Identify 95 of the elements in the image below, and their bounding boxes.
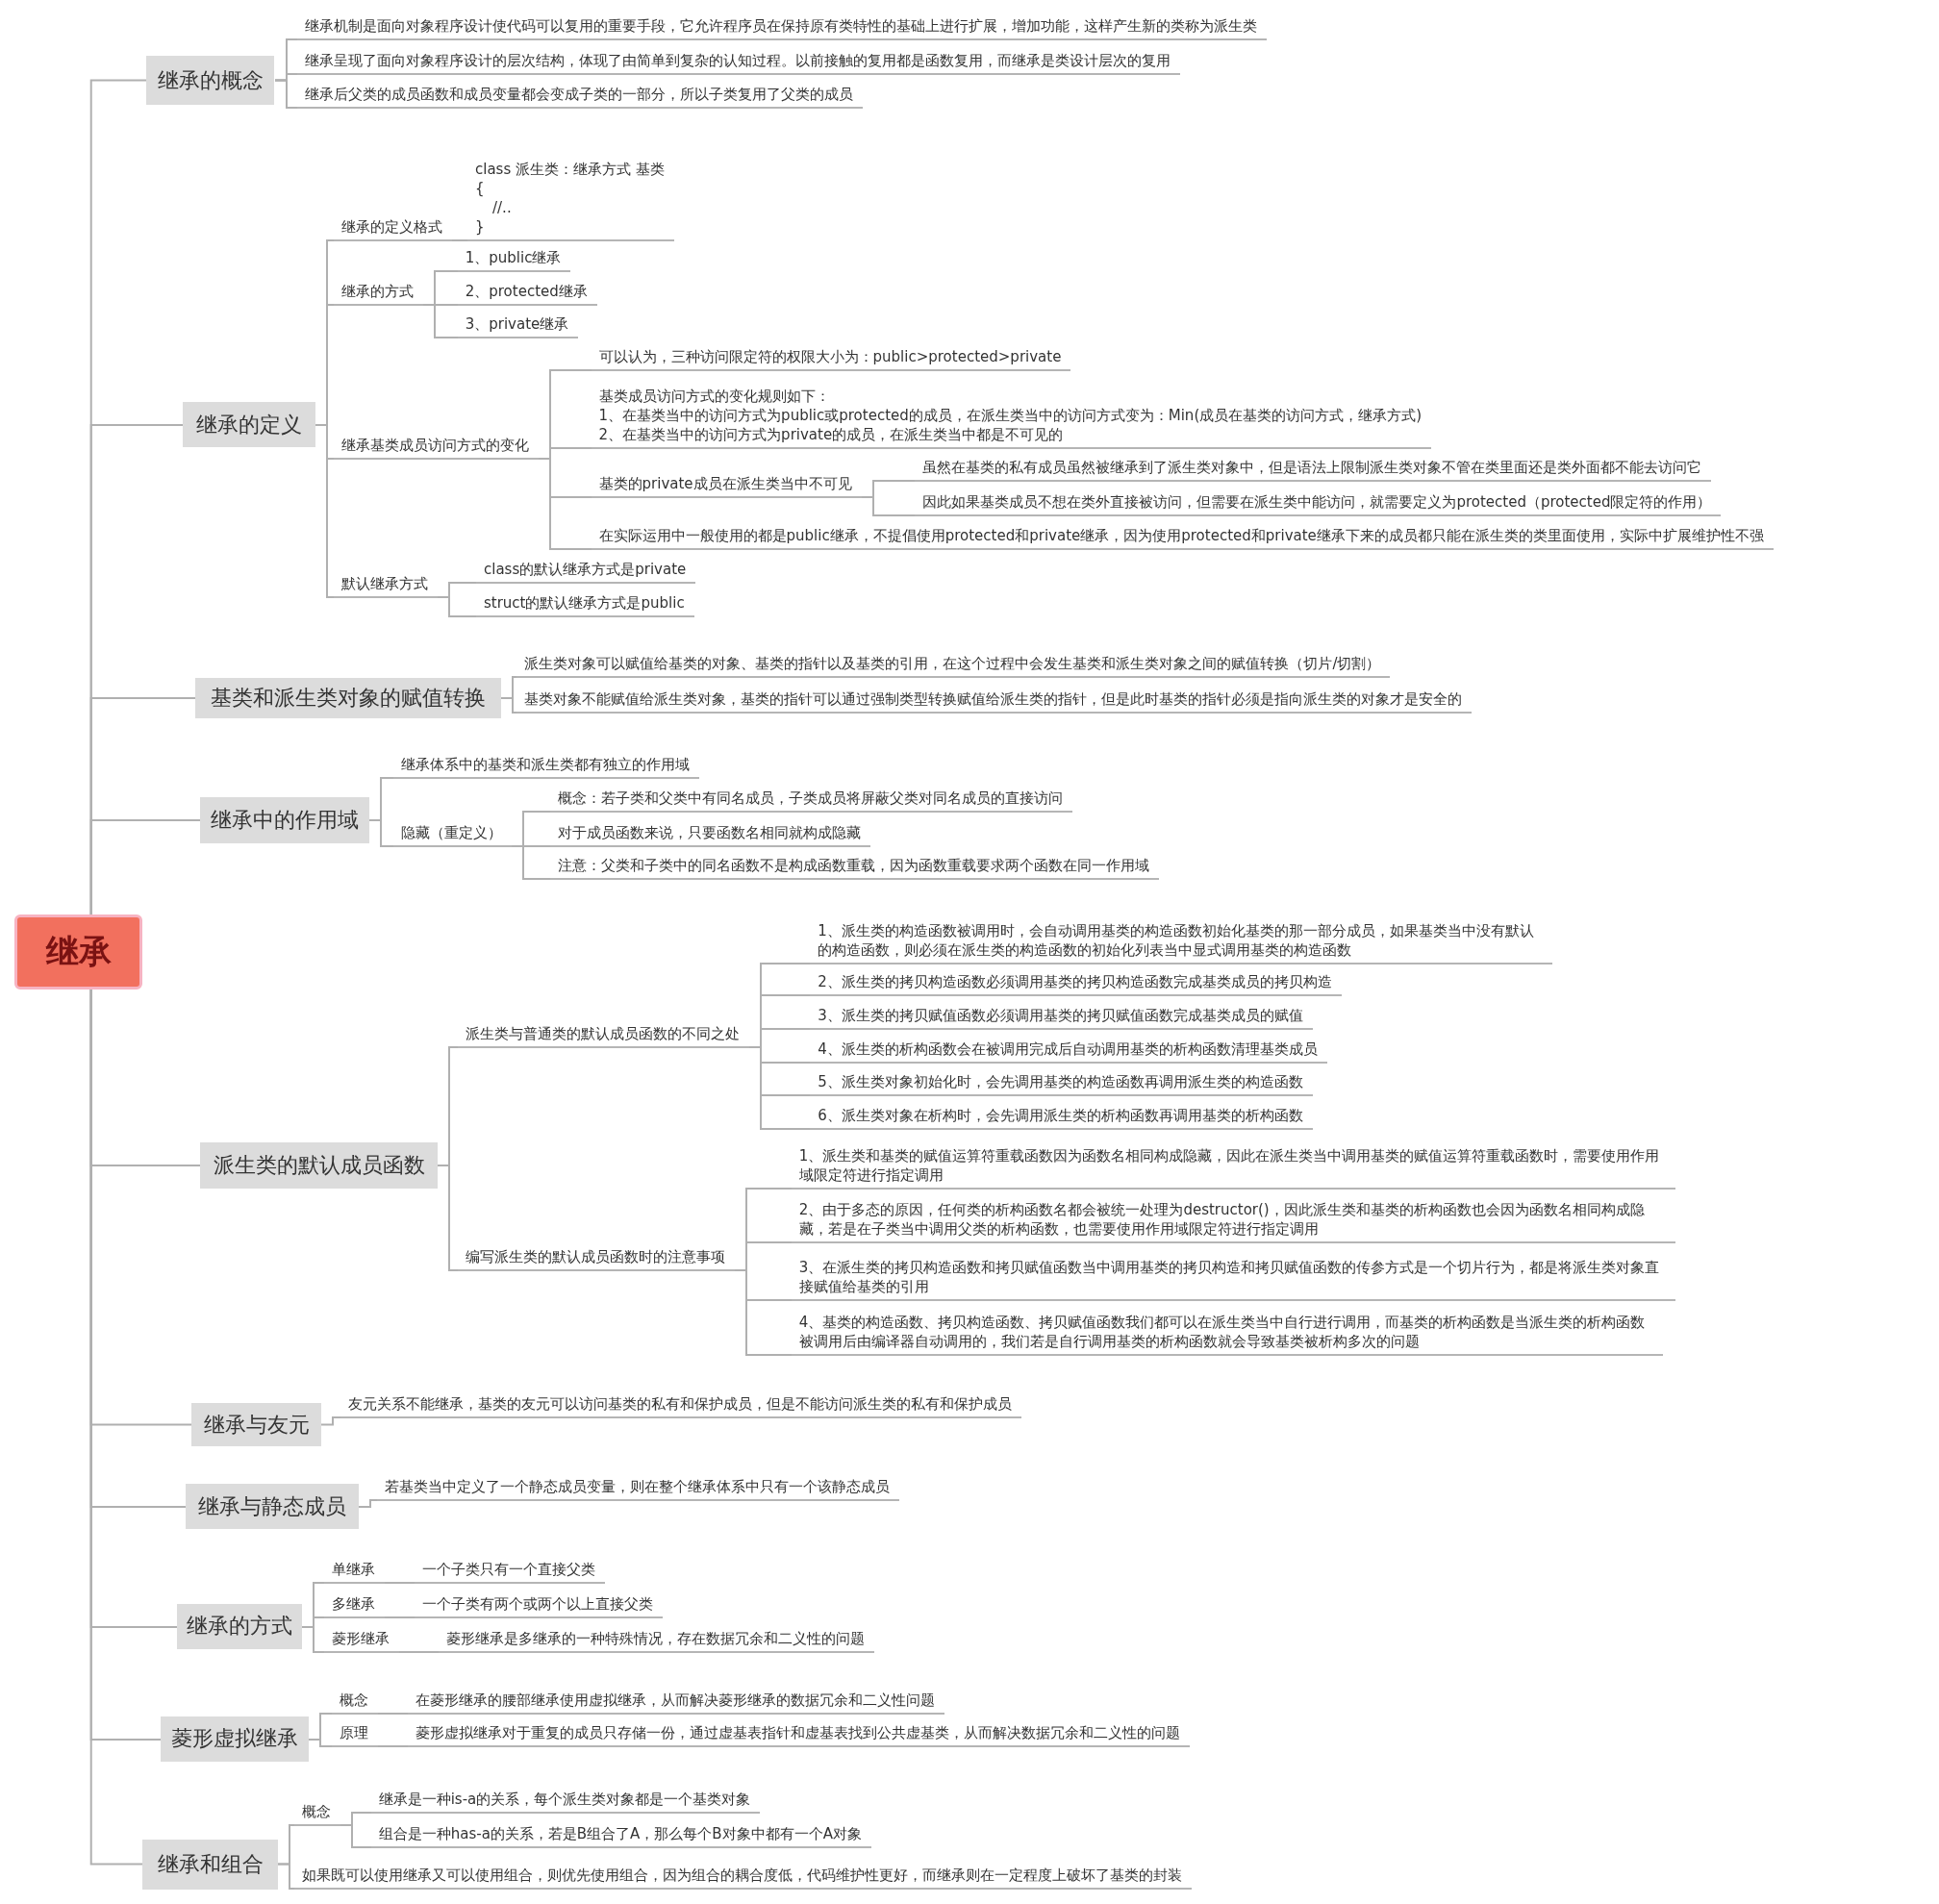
- branch-label: 多继承: [323, 1592, 385, 1618]
- branch-label: 继承后父类的成员函数和成员变量都会变成子类的一部分，所以子类复用了父类的成员: [296, 83, 863, 110]
- branch-label: 1、派生类的构造函数被调用时，会自动调用基类的构造函数初始化基类的那一部分成员，如果基类当中没有默认的构造函数，则必须在派生类的构造函数的初始化列表当中显式调用基类的构造函数: [810, 918, 1552, 965]
- branch-label: 默认继承方式: [334, 572, 439, 599]
- branch-label: 单继承: [323, 1558, 385, 1584]
- branch-label: 菱形继承: [323, 1627, 399, 1653]
- topic-box: 继承与友元: [191, 1403, 322, 1447]
- branch-label: 注意：父类和子类中的同名函数不是构成函数重载，因为函数重载要求两个函数在同一作用域: [550, 854, 1160, 881]
- branch-label: 继承体系中的基类和派生类都有独立的作用域: [392, 753, 699, 779]
- branch-label: 派生类对象可以赋值给基类的对象、基类的指针以及基类的引用，在这个过程中会发生基类和派生类对象之间的赋值转换（切片/切割）: [516, 651, 1391, 678]
- topic-box: 继承的方式: [176, 1603, 302, 1650]
- branch-label: 1、派生类和基类的赋值运算符重载函数因为函数名相同构成隐藏，因此在派生类当中调用基类的赋值运算符重载函数时，需要使用作用域限定符进行指定调用: [791, 1143, 1676, 1190]
- branch-label: 3、private继承: [457, 313, 579, 339]
- branch-label: 组合是一种has-a的关系，若是B组合了A，那么每个B对象中都有一个A对象: [370, 1822, 871, 1849]
- connector-line: [384, 1616, 416, 1618]
- connector-line: [315, 424, 335, 598]
- connector-line: [340, 1824, 372, 1848]
- topic-box: 派生类的默认成员函数: [200, 1142, 439, 1189]
- topic-box: 继承和组合: [141, 1840, 279, 1890]
- connector-line: [308, 1739, 333, 1747]
- branch-label: 继承基类成员访问方式的变化: [334, 434, 540, 461]
- branch-label: 继承的定义格式: [334, 214, 453, 241]
- connector-line: [368, 819, 394, 847]
- connector-line: [277, 1863, 295, 1890]
- connector-line: [358, 1499, 378, 1508]
- branch-label: 因此如果基类成员不想在类外直接被访问，但需要在派生类中能访问，就需要定义为protected（protected限定符的作用）: [915, 490, 1722, 517]
- code-line: {: [475, 178, 486, 198]
- topic-box: 基类和派生类对象的赋值转换: [195, 677, 501, 718]
- connector-line: [384, 1582, 416, 1584]
- code-line: }: [475, 216, 486, 237]
- branch-label: 3、在派生类的拷贝构造函数和拷贝赋值函数当中调用基类的拷贝构造和拷贝赋值函数的传参方式是一个切片行为，都是将派生类对象直接赋值给基类的引用: [791, 1255, 1676, 1301]
- branch-label: 2、protected继承: [457, 279, 597, 306]
- connector-line: [500, 697, 517, 714]
- topic-box: 菱形虚拟继承: [161, 1716, 310, 1763]
- connector-line: [422, 304, 459, 338]
- branch-label: 隐藏（重定义）: [392, 820, 512, 847]
- text-line: 基类成员访问方式的变化规则如下：: [598, 386, 831, 406]
- root-topic-box: 继承: [14, 914, 142, 990]
- branch-label: struct的默认继承方式是public: [476, 590, 694, 617]
- branch-label: 在实际运用中一般使用的都是public继承，不提倡使用protected和private继承，因为使用protected和private继承下来的成员都只能在派生类的类里面使用，实际中扩展维护性不强: [591, 524, 1774, 551]
- connector-line: [377, 1713, 409, 1715]
- branch-label: 6、派生类对象在析构时，会先调用派生类的析构函数再调用基类的析构函数: [810, 1104, 1313, 1131]
- branch-label: 概念: [294, 1800, 340, 1826]
- connector-line: [398, 1651, 440, 1653]
- text-line: 2、在基类当中的访问方式为private的成员，在派生类当中都是不可见的: [598, 424, 1065, 444]
- connector-line: [734, 1269, 793, 1356]
- branch-label: 原理: [331, 1720, 378, 1747]
- branch-label: 3、派生类的拷贝赋值函数必须调用基类的拷贝赋值函数完成基类成员的赋值: [810, 1004, 1313, 1030]
- branch-label: 菱形继承是多继承的一种特殊情况，存在数据冗余和二义性的问题: [439, 1627, 875, 1653]
- text-line: 1、在基类当中的访问方式为public或protected的成员，在派生类当中的访问方式变为：Min(成员在基类的访问方式，继承方式): [598, 405, 1423, 425]
- branch-label: class的默认继承方式是private: [476, 557, 696, 584]
- branch-label: 在菱形继承的腰部继承使用虚拟继承，从而解决菱形继承的数据冗余和二义性问题: [408, 1689, 945, 1716]
- branch-label: 2、派生类的拷贝构造函数必须调用基类的拷贝构造函数完成基类成员的拷贝构造: [810, 970, 1342, 997]
- branch-label: 一个子类只有一个直接父类: [414, 1558, 605, 1584]
- branch-label: 继承是一种is-a的关系，每个派生类对象都是一个基类对象: [370, 1788, 761, 1815]
- topic-box: 继承的定义: [183, 401, 315, 448]
- branch-label: 如果既可以使用继承又可以使用组合，则优先使用组合，因为组合的耦合度低，代码维护性更好，而继承则在一定程度上破坏了基类的封装: [294, 1863, 1192, 1890]
- branch-label: 一个子类有两个或两个以上直接父类: [414, 1592, 663, 1618]
- topic-box: 继承与静态成员: [185, 1483, 359, 1530]
- branch-label: 4、基类的构造函数、拷贝构造函数、拷贝赋值函数我们都可以在派生类当中自行进行调用，而基类的析构函数是当派生类的析构函数被调用后由编译器自动调用的，我们若是自行调用基类的析构函数就会导致基类被析构多次的问题: [791, 1311, 1664, 1357]
- branch-label: 继承呈现了面向对象程序设计的层次结构，体现了由简单到复杂的认知过程。以前接触的复用都是函数复用，而继承是类设计层次的复用: [296, 49, 1180, 76]
- connector-line: [538, 458, 592, 550]
- topic-box: 继承中的作用域: [200, 797, 370, 843]
- code-line: class 派生类：继承方式 基类: [475, 159, 665, 179]
- connector-line: [377, 1745, 409, 1747]
- branch-label: 基类的private成员在派生类当中不可见: [591, 472, 862, 499]
- connector-line: [301, 1626, 325, 1653]
- branch-label: 概念：若子类和父类中有同名成员，子类成员将屏蔽父类对同名成员的直接访问: [550, 786, 1073, 813]
- branch-label: 若基类当中定义了一个静态成员变量，则在整个继承体系中只有一个该静态成员: [377, 1474, 900, 1501]
- branch-label: 虽然在基类的私有成员虽然被继承到了派生类对象中，但是语法上限制派生类对象不管在类里面还是类外面都不能去访问它: [915, 456, 1712, 483]
- branch-label: 可以认为，三种访问限定符的权限大小为：public>protected>private: [591, 344, 1071, 371]
- connector-line: [861, 496, 916, 516]
- branch-label: 2、由于多态的原因，任何类的析构函数名都会被统一处理为destructor()，因此派生类和基类的析构函数也会因为函数名相同构成隐藏，若是在子类当中调用父类的析构函数，也需要使用作用域限定符进行指定调用: [791, 1198, 1676, 1244]
- branch-label: 继承机制是面向对象程序设计使代码可以复用的重要手段，它允许程序员在保持原有类特性的基础上进行扩展，增加功能，这样产生新的类称为派生类: [296, 14, 1267, 41]
- branch-label: 友元关系不能继承，基类的友元可以访问基类的私有和保护成员，但是不能访问派生类的私有和保护成员: [340, 1391, 1021, 1418]
- connector-line: [748, 1046, 811, 1130]
- branch-label: 5、派生类对象初始化时，会先调用基类的构造函数再调用派生类的构造函数: [810, 1070, 1313, 1097]
- connector-line: [451, 239, 468, 241]
- branch-label: 概念: [331, 1689, 378, 1716]
- branch-label: 编写派生类的默认成员函数时的注意事项: [457, 1244, 735, 1271]
- branch-label: 1、public继承: [457, 245, 571, 272]
- connector-line: [437, 1165, 459, 1271]
- connector-line: [320, 1416, 341, 1426]
- branch-label: 4、派生类的析构函数会在被调用完成后自动调用基类的析构函数清理基类成员: [810, 1037, 1327, 1064]
- branch-label: 派生类与普通类的默认成员函数的不同之处: [457, 1022, 749, 1049]
- branch-label: 继承的方式: [334, 279, 424, 306]
- connector-line: [437, 596, 477, 617]
- connector-line: [274, 79, 298, 109]
- branch-label: 对于成员函数来说，只要函数名相同就构成隐藏: [550, 820, 871, 847]
- branch-label: 菱形虚拟继承对于重复的成员只存储一份，通过虚基表指针和虚基表找到公共虚基类，从而解决数据冗余和二义性的问题: [408, 1720, 1191, 1747]
- branch-label: 基类对象不能赋值给派生类对象，基类的指针可以通过强制类型转换赋值给派生类的指针，但是此时基类的指针必须是指向派生类的对象才是安全的: [516, 687, 1473, 714]
- connector-line: [89, 819, 201, 915]
- code-line: //..: [491, 197, 513, 217]
- connector-line: [511, 845, 551, 880]
- topic-box: 继承的概念: [145, 55, 275, 106]
